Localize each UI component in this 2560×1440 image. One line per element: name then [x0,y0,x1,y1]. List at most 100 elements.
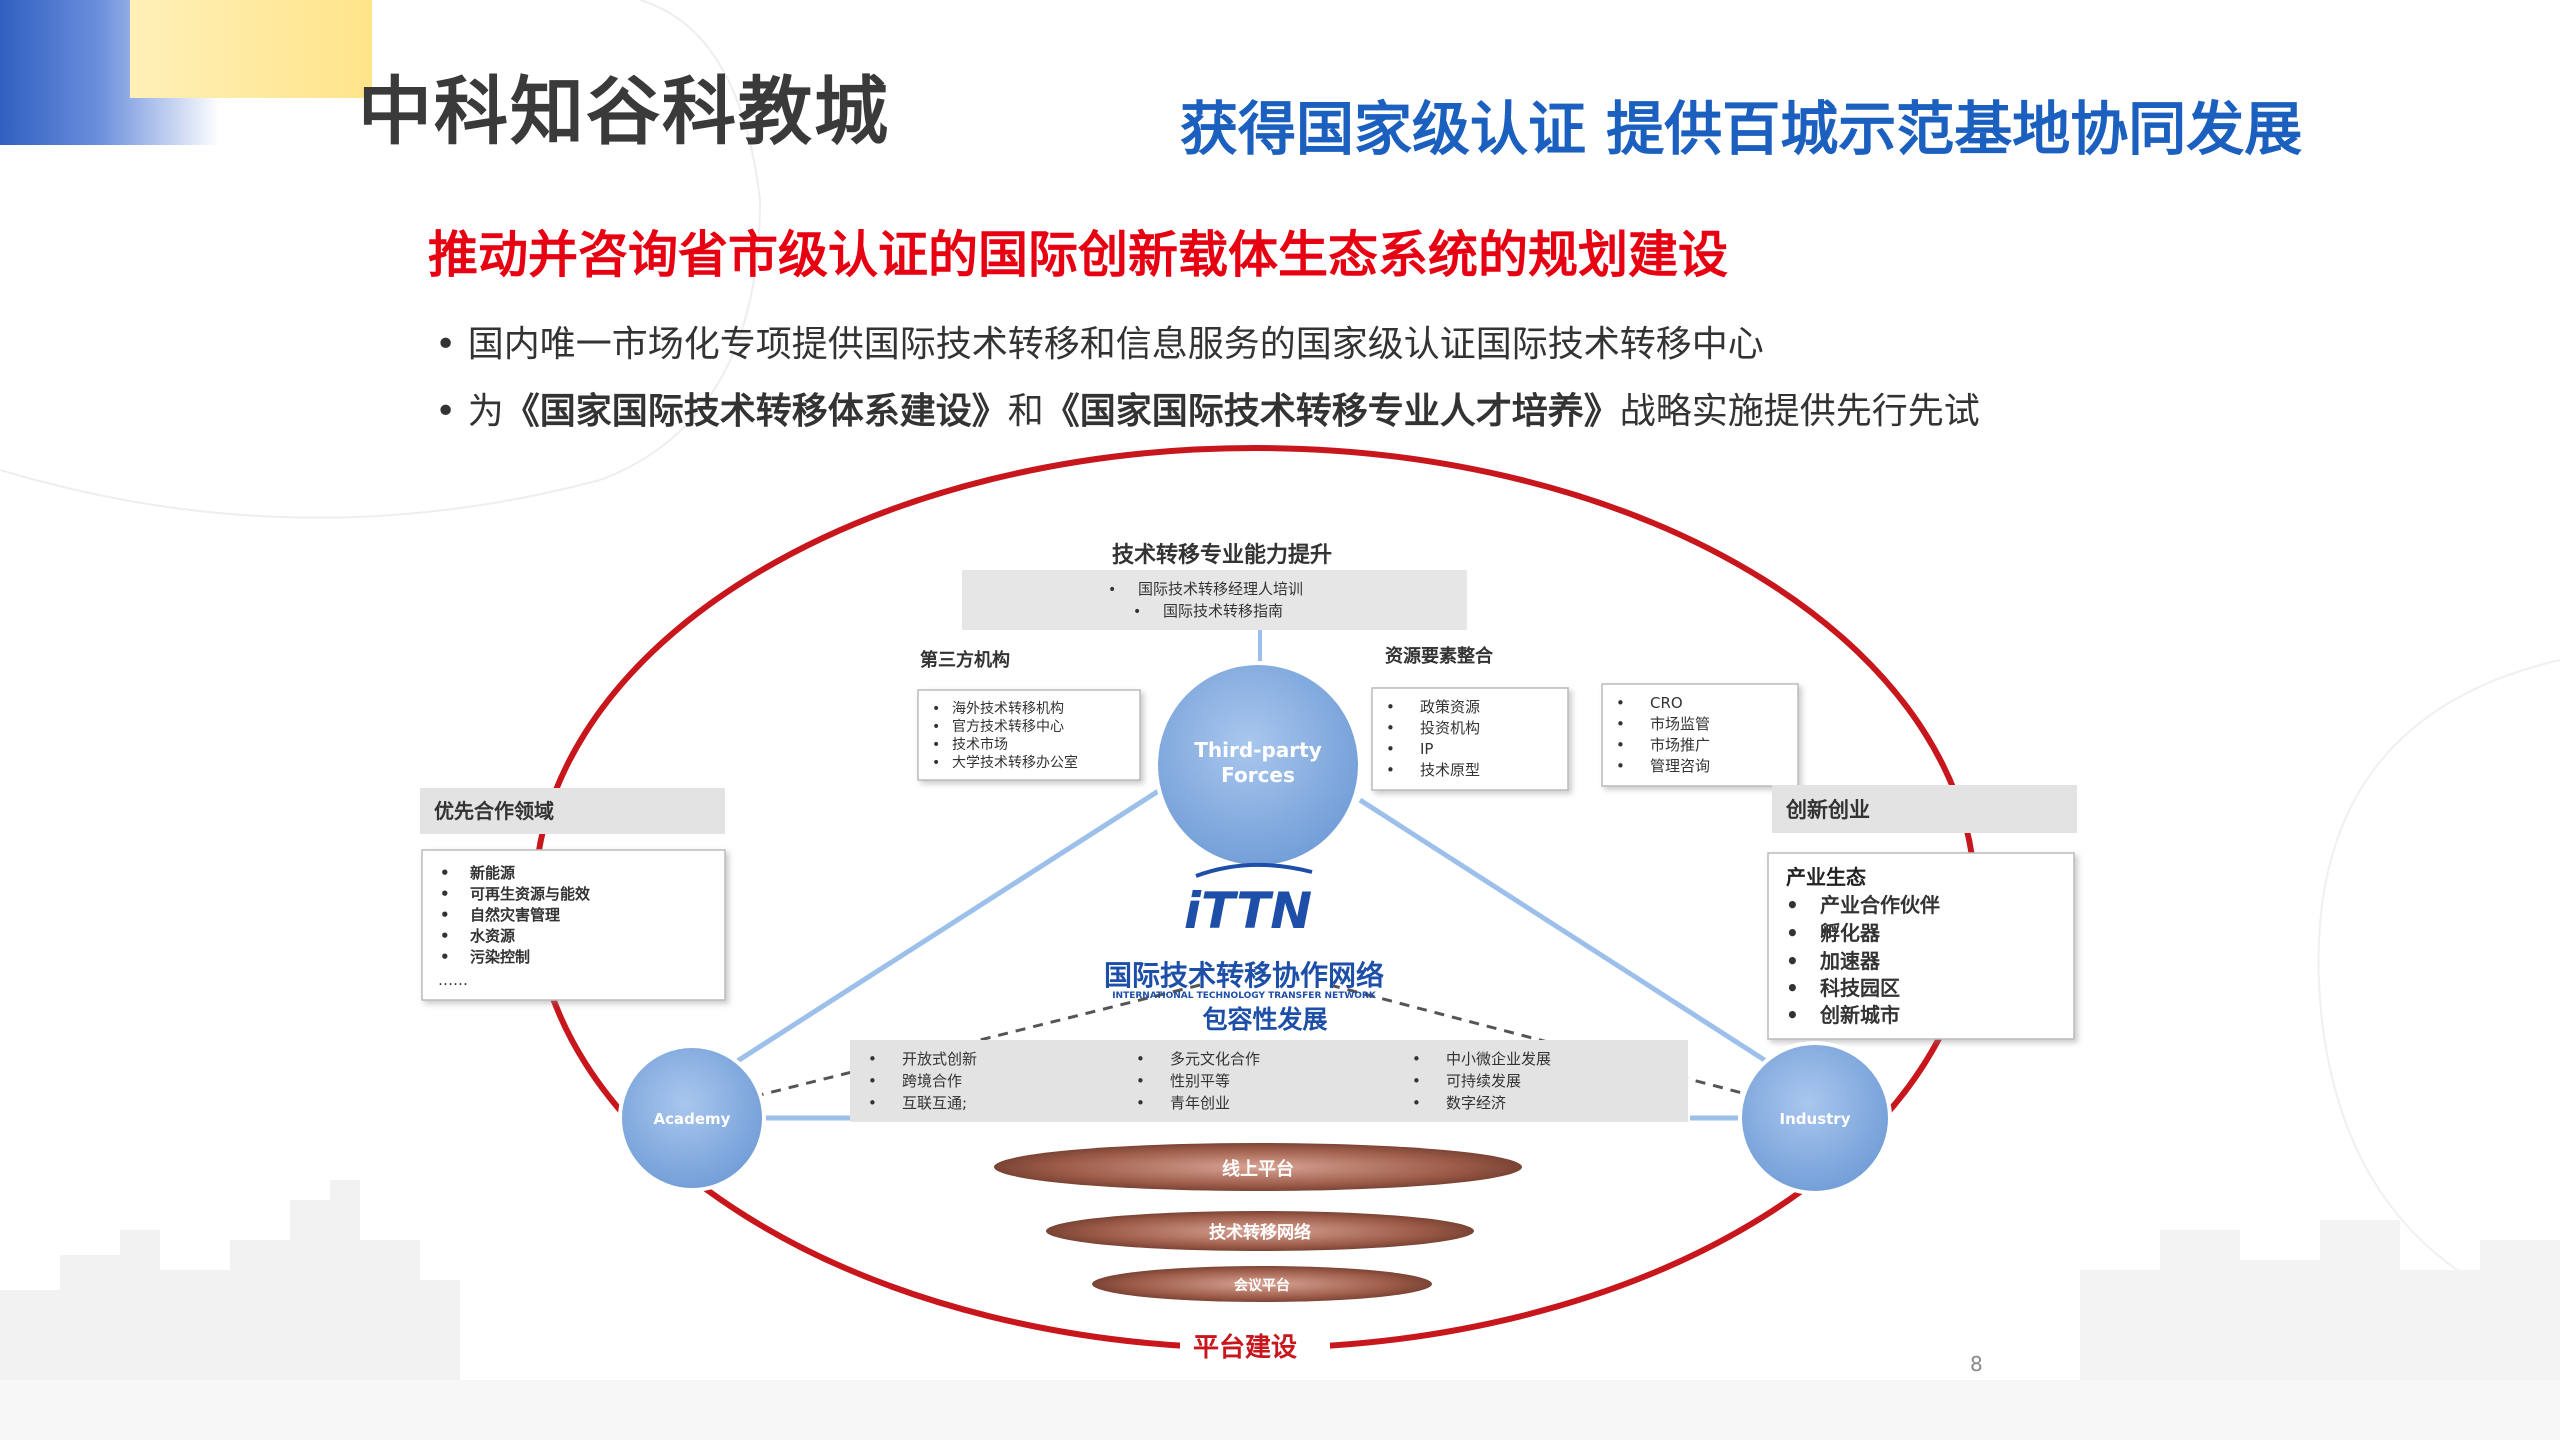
top-banner-box [962,570,1467,630]
platform-meeting-label: 会议平台 [1234,1277,1290,1294]
bullet-2-mid: 和 [1007,391,1044,432]
bullet-dot: • [932,701,940,717]
industry-eco-item: 产业合作伙伴 [1820,893,1940,917]
connector-line [698,787,1162,1088]
inclusive-development-title: 包容性发展 [1202,1005,1327,1034]
industry-eco-box [1767,852,2075,1040]
platform-disk-network [1046,1211,1474,1251]
platform-disk-meeting [1092,1266,1432,1302]
industry-eco-item: 科技园区 [1820,976,1900,1000]
bullet-dot: • [1412,1072,1421,1090]
bullet-point-1: • 国内唯一市场化专项提供国际技术转移和信息服务的国家级认证国际技术转移中心 [435,315,1764,367]
services-list: •CRO •市场监管 •市场推广 •管理咨询 [1616,694,1710,775]
bullet-dot: • [440,885,450,903]
bullet-dot: • [1412,1050,1421,1068]
industry-eco-item: 创新城市 [1819,1003,1900,1027]
dashed-link [759,983,1201,1097]
bullet-dot: • [440,927,450,945]
bullet-dot: • [1386,719,1395,737]
third-party-node-label: Third-party [1194,738,1322,762]
resource-list: •政策资源 •投资机构 •IP •技术原型 [1386,698,1480,779]
resource-item: 政策资源 [1420,698,1480,716]
bullet-dot: • [868,1050,877,1068]
inclusive-col-3: •中小微企业发展 •可持续发展 •数字经济 [1412,1050,1551,1112]
bullet-dot: • [1386,740,1395,758]
resource-title: 资源要素整合 [1385,645,1494,667]
bullet-dot: • [440,906,450,924]
platform-build-label-bg [1180,1330,1330,1364]
connector-line [1358,797,1782,1073]
page-number: 8 [1970,1352,1983,1376]
bullet-dot: • [868,1072,877,1090]
bullet-dot: • [435,324,468,365]
priority-item: 新能源 [470,864,515,882]
startup-header [1772,785,2077,833]
bullet-dot: • [1786,921,1799,945]
bullet-dot: • [1786,893,1799,917]
bullet-dot: • [932,737,940,753]
platform-build-label: 平台建设 [1193,1332,1297,1363]
services-box [1601,683,1799,787]
inclusive-item: 跨境合作 [902,1072,962,1090]
third-party-title: 第三方机构 [920,649,1010,671]
bullet-dot: • [1412,1094,1421,1112]
platform-online-label: 线上平台 [1222,1158,1294,1180]
priority-title: 优先合作领域 [434,799,554,823]
bullet-dot: • [1136,1072,1145,1090]
ittn-english-name: INTERNATIONAL TECHNOLOGY TRANSFER NETWOR… [1112,991,1377,1001]
third-party-item: 官方技术转移中心 [952,719,1064,735]
ittn-logo: iTTN [1184,862,1313,940]
resource-box [1371,687,1569,791]
academy-node [618,1044,766,1192]
inclusive-col-1: • 开放式创新 • 跨境合作 • 互联互通; [868,1050,977,1112]
inclusive-item: 可持续发展 [1446,1072,1521,1090]
bullet-dot: • [1786,976,1799,1000]
bullet-dot: • [1616,757,1625,775]
industry-eco-item: 孵化器 [1820,921,1881,945]
startup-title: 创新创业 [1785,798,1870,822]
inclusive-item: 互联互通; [902,1094,967,1112]
bullet-dot: • [435,391,468,432]
industry-eco-title: 产业生态 [1786,865,1866,889]
academy-node-label: Academy [654,1110,731,1128]
bullet-point-2: • 为《国家国际技术转移体系建设》和《国家国际技术转移专业人才培养》战略实施提供… [435,382,1980,434]
service-item: 市场推广 [1650,736,1710,754]
resource-item: 投资机构 [1420,719,1480,737]
third-party-item: 大学技术转移办公室 [952,754,1078,771]
bullet-dot: • [1616,715,1625,733]
inclusive-item: 青年创业 [1170,1094,1230,1112]
bullet-dot: • [1108,582,1116,598]
top-item: 国际技术转移指南 [1163,602,1283,620]
third-party-item: 海外技术转移机构 [952,701,1064,717]
priority-item: 自然灾害管理 [470,906,560,924]
inclusive-item: 数字经济 [1446,1094,1506,1112]
industry-node-label: Industry [1780,1110,1851,1128]
third-party-node [1154,661,1362,869]
service-item: 市场监管 [1650,715,1710,733]
slide-headline: 获得国家级认证 提供百城示范基地协同发展 [1180,95,2303,163]
ittn-logo-text: iTTN [1184,882,1312,940]
service-item: CRO [1650,694,1683,712]
inclusive-col-2: •多元文化合作 •性别平等 •青年创业 [1136,1050,1260,1112]
resource-item: 技术原型 [1420,761,1480,779]
priority-item: …… [438,971,468,989]
priority-box [421,849,726,1001]
bullet-dot: • [1386,761,1395,779]
bullet-2-book-2: 《国家国际技术转移专业人才培养》 [1043,391,1620,432]
priority-item: 污染控制 [470,948,530,966]
inclusive-item: 开放式创新 [902,1050,977,1068]
bullet-dot: • [1136,1050,1145,1068]
bullet-2-book-1: 《国家国际技术转移体系建设》 [503,391,1008,432]
bullet-dot: • [1133,604,1141,620]
resource-item: IP [1420,740,1433,758]
bullet-dot: • [932,719,940,735]
platform-network-label: 技术转移网络 [1209,1222,1311,1243]
bullet-dot: • [868,1094,877,1112]
inclusive-item: 性别平等 [1170,1072,1230,1090]
priority-item: 可再生资源与能效 [470,885,591,903]
bullet-dot: • [932,755,940,771]
third-party-box [917,689,1141,781]
brand-title: 中科知谷科教城 [358,69,890,155]
